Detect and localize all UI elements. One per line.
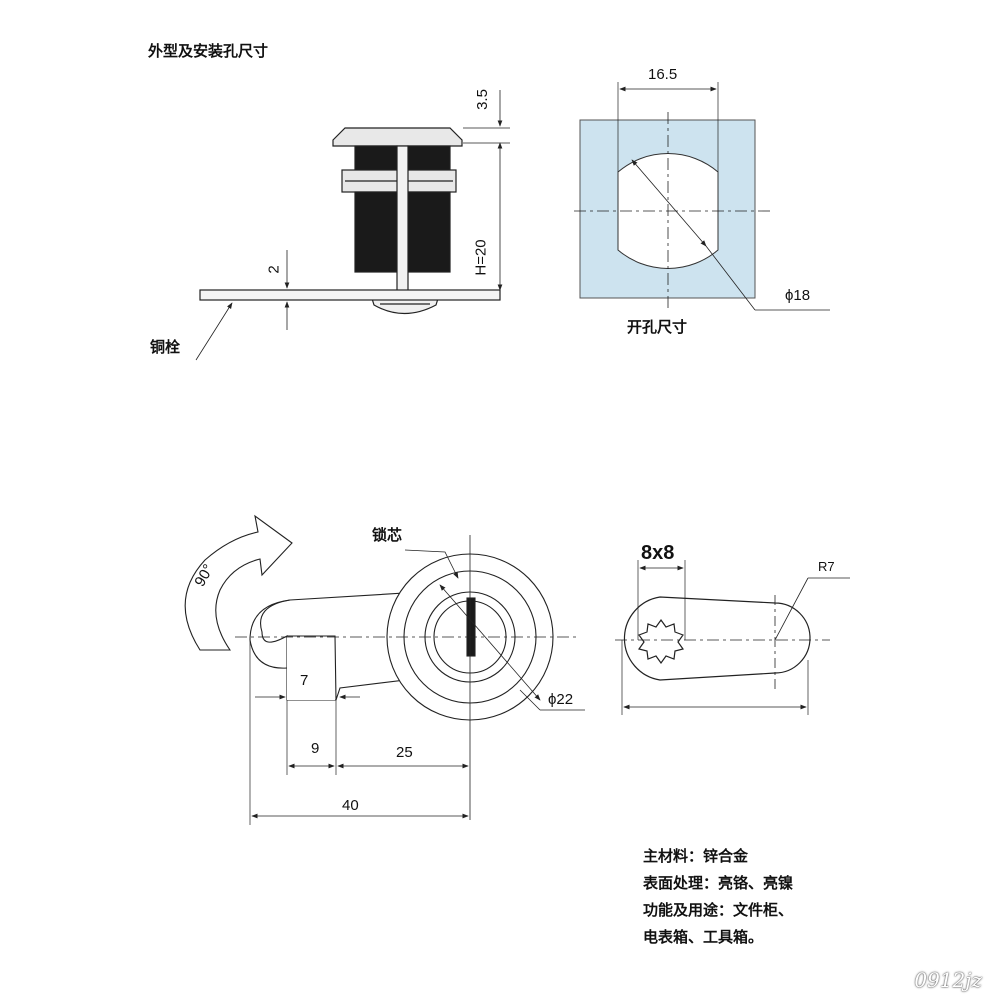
lock-core-label: 锁芯 [372,526,403,544]
dim-16-5-label: 16.5 [648,66,678,83]
dim-r7-label: R7 [818,559,835,574]
hole-size-label: 开孔尺寸 [627,318,688,336]
dim-25-label: 25 [396,744,413,761]
spec-usage: 功能及用途：文件柜、 [643,901,794,919]
spec-usage-cont: 电表箱、工具箱。 [643,928,764,946]
lock-side-view [195,90,510,361]
copper-plate-label: 铜栓 [150,338,181,356]
dim-9-label: 9 [311,740,320,757]
cam-top-view [184,514,585,825]
dim-2-label: 2 [265,265,283,274]
hole-size-panel [574,82,830,311]
dim-3-5-label: 3.5 [473,89,491,110]
watermark: 0912jz [914,968,982,992]
spec-surface: 表面处理：亮铬、亮镍 [643,874,794,892]
dim-phi18-label: ϕ18 [785,287,811,304]
dim-7-label: 7 [300,672,309,689]
cam-profile [615,560,850,715]
dim-phi22-label: ϕ22 [548,691,574,708]
spec-material: 主材料：锌合金 [643,847,749,865]
outline-title: 外型及安装孔尺寸 [148,42,269,60]
dim-40-label: 40 [342,797,359,814]
dim-h20-label: H=20 [472,239,490,276]
dim-8x8-label: 8x8 [641,542,675,564]
